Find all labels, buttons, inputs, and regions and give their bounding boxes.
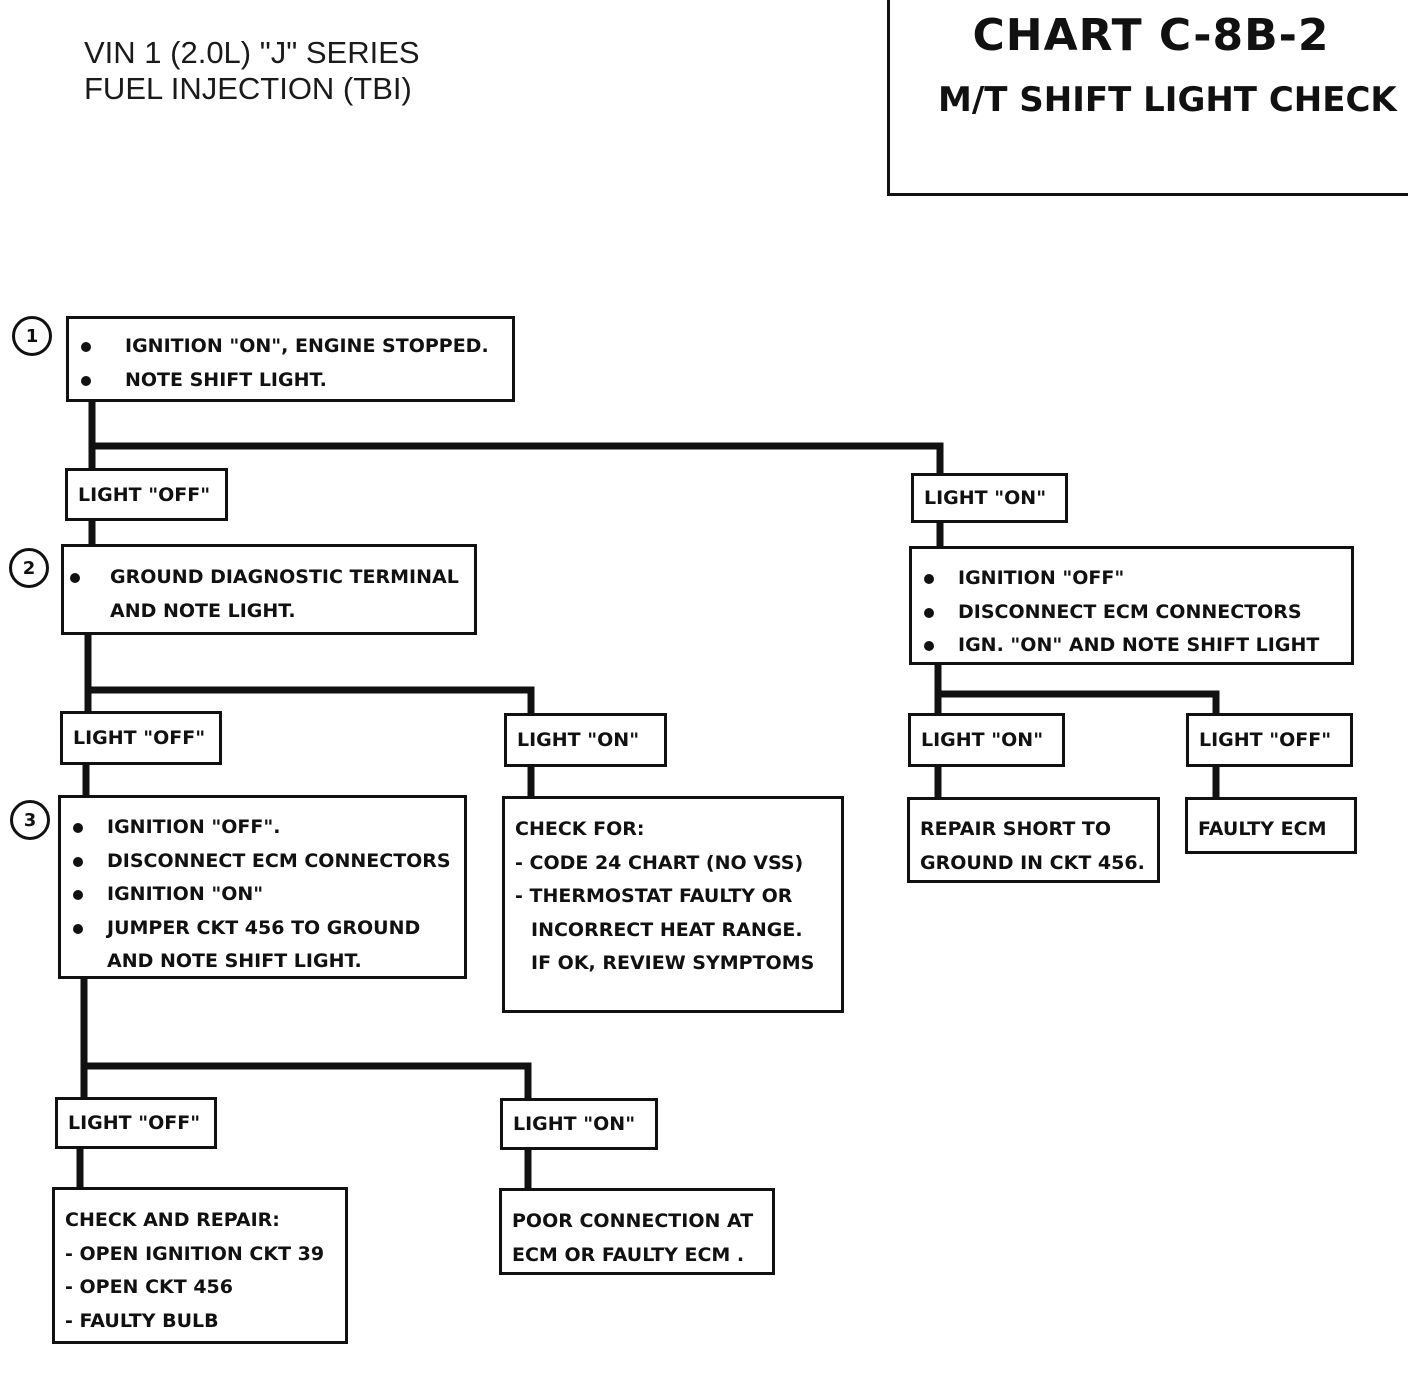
check-for-line: INCORRECT HEAT RANGE. [531, 918, 803, 941]
step-3-item: DISCONNECT ECM CONNECTORS [61, 845, 464, 879]
check-for-line: - CODE 24 CHART (NO VSS) [515, 851, 804, 874]
step3-light-off-label: LIGHT "OFF" [55, 1097, 217, 1149]
chart-title-box: CHART C-8B-2 M/T SHIFT LIGHT CHECK [887, 0, 1408, 196]
check-for-line: - THERMOSTAT FAULTY OR [515, 885, 793, 907]
right-light-on-label: LIGHT "ON" [908, 713, 1065, 767]
step3-light-on-label: LIGHT "ON" [500, 1098, 658, 1150]
step-3-box: IGNITION "OFF". DISCONNECT ECM CONNECTOR… [58, 795, 467, 979]
vehicle-info-line2: FUEL INJECTION (TBI) [84, 71, 412, 106]
chart-subtitle: M/T SHIFT LIGHT CHECK [938, 80, 1397, 120]
step-3-item: IGNITION "OFF". [61, 811, 464, 845]
step-2-item: GROUND DIAGNOSTIC TERMINAL [64, 561, 474, 595]
vehicle-info-line1: VIN 1 (2.0L) "J" SERIES [84, 35, 420, 70]
right-branch-steps-box: IGNITION "OFF" DISCONNECT ECM CONNECTORS… [909, 546, 1354, 665]
step2-light-off-label: LIGHT "OFF" [60, 711, 222, 765]
step-3-marker: 3 [10, 800, 50, 840]
check-and-repair-box: CHECK AND REPAIR: - OPEN IGNITION CKT 39… [52, 1187, 348, 1344]
faulty-ecm-text: FAULTY ECM [1198, 818, 1327, 840]
step1-light-off-label: LIGHT "OFF" [65, 468, 228, 521]
step-1-item: IGNITION "ON", ENGINE STOPPED. [69, 330, 512, 364]
check-repair-line: - FAULTY BULB [65, 1309, 219, 1332]
right-branch-item: IGNITION "OFF" [912, 562, 1351, 596]
check-repair-line: - OPEN CKT 456 [65, 1276, 233, 1298]
poor-connection-line: POOR CONNECTION AT [512, 1210, 754, 1232]
right-branch-item: DISCONNECT ECM CONNECTORS [912, 596, 1351, 630]
step-1-marker: 1 [12, 316, 52, 356]
step-2-box: GROUND DIAGNOSTIC TERMINAL AND NOTE LIGH… [61, 544, 477, 635]
step-3-item: JUMPER CKT 456 TO GROUND [61, 912, 464, 946]
connector-step1-split [88, 396, 944, 477]
step-3-item-continued: AND NOTE SHIFT LIGHT. [107, 950, 362, 972]
step-2-item-continued: AND NOTE LIGHT. [110, 599, 296, 622]
step-1-box: IGNITION "ON", ENGINE STOPPED. NOTE SHIF… [66, 316, 515, 402]
check-for-box: CHECK FOR: - CODE 24 CHART (NO VSS) - TH… [502, 796, 844, 1013]
repair-short-box: REPAIR SHORT TO GROUND IN CKT 456. [907, 797, 1160, 883]
connector-step3-split [80, 973, 532, 1102]
right-light-off-label: LIGHT "OFF" [1186, 713, 1353, 767]
poor-connection-box: POOR CONNECTION AT ECM OR FAULTY ECM . [499, 1188, 775, 1275]
connector-step2-split [84, 629, 535, 719]
step-2-marker: 2 [9, 548, 49, 588]
right-branch-item: IGN. "ON" AND NOTE SHIFT LIGHT [912, 629, 1351, 663]
check-for-line: IF OK, REVIEW SYMPTOMS [531, 952, 815, 974]
check-for-heading: CHECK FOR: [515, 818, 645, 840]
repair-short-line: REPAIR SHORT TO [920, 818, 1112, 840]
connector-right-split [934, 659, 1220, 719]
step-3-item: IGNITION "ON" [61, 878, 464, 912]
step2-light-on-label: LIGHT "ON" [504, 713, 667, 767]
faulty-ecm-box: FAULTY ECM [1185, 797, 1357, 854]
step-1-item: NOTE SHIFT LIGHT. [69, 364, 512, 398]
step1-light-on-label: LIGHT "ON" [911, 473, 1068, 523]
repair-short-line: GROUND IN CKT 456. [920, 851, 1145, 874]
poor-connection-line: ECM OR FAULTY ECM . [512, 1243, 745, 1266]
check-repair-heading: CHECK AND REPAIR: [65, 1209, 280, 1231]
check-repair-line: - OPEN IGNITION CKT 39 [65, 1242, 325, 1265]
chart-title: CHART C-8B-2 [972, 10, 1330, 61]
